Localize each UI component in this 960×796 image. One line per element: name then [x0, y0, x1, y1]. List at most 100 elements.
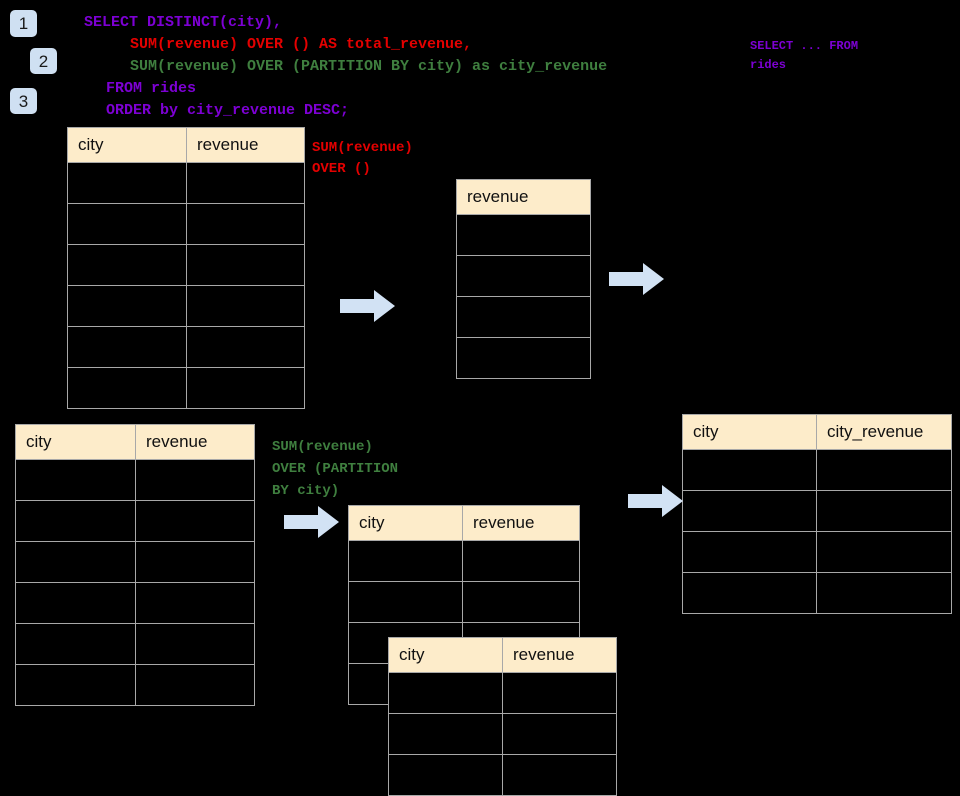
step-badge-2[interactable]: 2 [30, 48, 57, 74]
table-cell [135, 459, 255, 501]
column-header: city [67, 127, 187, 163]
table-row [682, 572, 952, 614]
table-cell [15, 582, 136, 624]
sql-line-sum-over-empty: SUM(revenue) OVER () AS total_revenue, [130, 36, 473, 53]
table-cell [186, 244, 305, 286]
table-row [67, 326, 305, 368]
table-row [348, 581, 580, 623]
annotation-sum-over-empty: SUM(revenue) OVER () [312, 140, 413, 177]
table-row [682, 490, 952, 532]
column-header: revenue [135, 424, 255, 460]
table-cell [682, 490, 817, 532]
column-header: city_revenue [816, 414, 952, 450]
table-row [67, 203, 305, 245]
table-cell [15, 500, 136, 542]
table-cell [816, 531, 952, 573]
table-row [682, 449, 952, 491]
table-row [15, 459, 255, 501]
table-row [15, 664, 255, 706]
window-diagram-canvas: { "steps": [ { "label": "1" }, { "label"… [10, 10, 952, 796]
table-body: revenue [456, 179, 591, 379]
table-cell [135, 582, 255, 624]
table-cell [135, 500, 255, 542]
table-cell [67, 367, 187, 409]
table-cell [15, 623, 136, 665]
table-row [456, 214, 591, 256]
table-cell [462, 581, 580, 623]
table-row [67, 367, 305, 409]
column-header: revenue [462, 505, 580, 541]
table-row [682, 531, 952, 573]
sql-line-sum-over-partition: SUM(revenue) OVER (PARTITION BY city) as… [130, 58, 608, 75]
table-row [456, 337, 591, 379]
table-cell [348, 581, 463, 623]
step-badge-3[interactable]: 3 [10, 88, 37, 114]
table-cell [388, 754, 503, 796]
table-cell [816, 490, 952, 532]
table-cell [15, 541, 136, 583]
table-cell [67, 162, 187, 204]
column-header: revenue [186, 127, 305, 163]
table-cell [186, 203, 305, 245]
table-row [456, 255, 591, 297]
flow-arrow-right-icon [628, 485, 683, 517]
table-cell [816, 449, 952, 491]
table-cell [456, 337, 591, 379]
table-cell [456, 214, 591, 256]
table-total-revenue: revenue [456, 179, 591, 379]
table-cell [682, 449, 817, 491]
table-cell [816, 572, 952, 614]
sql-line-from-rides: FROM rides [106, 80, 197, 97]
table-cell [502, 672, 617, 714]
table-cell [67, 285, 187, 327]
table-cell [186, 326, 305, 368]
table-cell [15, 459, 136, 501]
column-header: city [388, 637, 503, 673]
flow-arrow-right-icon [284, 506, 339, 538]
column-header: city [682, 414, 817, 450]
table-row [67, 285, 305, 327]
table-cell [135, 623, 255, 665]
table-cell [186, 367, 305, 409]
table-cell [186, 285, 305, 327]
table-cell [462, 540, 580, 582]
table-row [67, 244, 305, 286]
table-row [15, 582, 255, 624]
table-row [15, 500, 255, 542]
table-row [67, 162, 305, 204]
flow-arrow-right-icon [609, 263, 664, 295]
sql-line-select-distinct: SELECT DISTINCT(city), [84, 14, 283, 31]
table-row [388, 754, 617, 796]
table-cell [186, 162, 305, 204]
column-header: revenue [502, 637, 617, 673]
table-row [15, 623, 255, 665]
table-cell [348, 540, 463, 582]
table-cell [15, 664, 136, 706]
column-header: city [348, 505, 463, 541]
table-cell [456, 255, 591, 297]
step-badge-1[interactable]: 1 [10, 10, 37, 37]
table-cell [682, 531, 817, 573]
table-row [456, 296, 591, 338]
sql-line-order-by: ORDER by city_revenue DESC; [106, 102, 350, 119]
table-cell [135, 664, 255, 706]
table-cell [135, 541, 255, 583]
column-header: revenue [456, 179, 591, 215]
table-cell [67, 203, 187, 245]
table-cell [682, 572, 817, 614]
table-cell [456, 296, 591, 338]
table-cell [502, 754, 617, 796]
table-header-row: revenue [456, 179, 591, 215]
